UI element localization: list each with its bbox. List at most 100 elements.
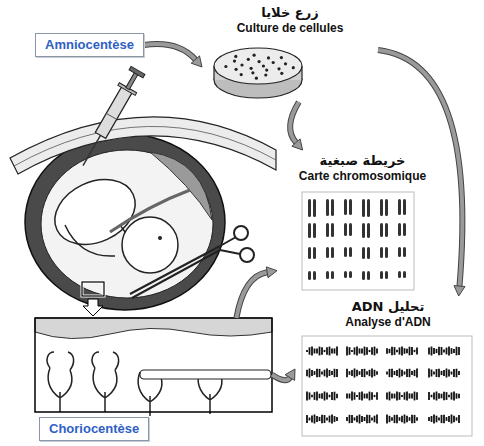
dna-gel-picture bbox=[391, 369, 393, 377]
villi-inset-picture bbox=[35, 318, 272, 416]
karyotype-picture bbox=[403, 199, 406, 215]
dna-gel-picture bbox=[453, 392, 455, 401]
dna-gel-picture bbox=[324, 392, 326, 401]
dna-gel-picture bbox=[406, 416, 408, 422]
french-heading: Carte chromosomique bbox=[277, 169, 448, 184]
karyotype-picture bbox=[313, 199, 316, 217]
dna-gel-picture bbox=[409, 369, 411, 377]
karyotype-picture bbox=[344, 199, 347, 215]
karyotype-picture bbox=[308, 223, 311, 238]
dna-gel-picture bbox=[394, 371, 396, 375]
dna-gel-picture bbox=[374, 395, 376, 397]
karyotype-picture bbox=[403, 247, 406, 257]
arrow-head bbox=[454, 286, 465, 296]
method-label-text: Amniocentèse bbox=[35, 33, 144, 57]
karyotype-panel: خريطة صبغيةCarte chromosomique bbox=[277, 150, 448, 292]
dna-gel-picture bbox=[334, 348, 336, 353]
karyotype-picture bbox=[331, 271, 334, 279]
dna-gel-picture bbox=[376, 371, 378, 375]
karyotype-picture bbox=[362, 271, 365, 280]
karyotype-picture bbox=[344, 271, 347, 278]
karyotype-picture bbox=[398, 223, 401, 236]
dna-gel-picture bbox=[334, 369, 336, 377]
karyotype-picture bbox=[349, 223, 352, 236]
petri-dish bbox=[224, 65, 227, 68]
dna-gel-picture bbox=[443, 370, 445, 376]
petri-dish bbox=[280, 56, 283, 59]
dna-gel-picture bbox=[361, 349, 363, 354]
uterus bbox=[25, 134, 225, 310]
dna-gel-picture bbox=[433, 372, 435, 375]
petri-dish bbox=[250, 67, 253, 70]
syringe bbox=[74, 65, 146, 170]
dna-gel-picture bbox=[334, 416, 336, 422]
arabic-heading: تحليل ADN bbox=[295, 296, 481, 315]
dna-gel-picture bbox=[448, 416, 450, 422]
dna-gel-picture bbox=[396, 370, 398, 376]
karyotype-picture bbox=[362, 199, 365, 217]
petri-dish bbox=[272, 61, 275, 64]
dna-gel-picture bbox=[356, 347, 358, 356]
karyotype-picture bbox=[367, 223, 370, 238]
dna-gel-picture bbox=[411, 415, 413, 423]
french-heading: Culture de cellules bbox=[202, 21, 378, 36]
villi-inset-picture bbox=[47, 352, 222, 416]
karyotype-picture bbox=[344, 223, 347, 236]
arrow-head bbox=[292, 139, 303, 150]
dna-gel-picture bbox=[448, 370, 450, 377]
zoom-marker bbox=[82, 282, 104, 316]
villi-inset-picture bbox=[35, 318, 272, 412]
dna-gel-picture bbox=[364, 417, 366, 421]
dna-gel-picture bbox=[371, 392, 373, 399]
dna-gel-picture bbox=[319, 417, 321, 421]
flow-arrow bbox=[290, 102, 302, 150]
dna-gel-picture bbox=[302, 336, 472, 436]
dna-gel-picture bbox=[331, 415, 333, 424]
dna-gel-picture bbox=[414, 415, 416, 423]
dna-gel-picture bbox=[374, 347, 376, 356]
dna-gel-picture bbox=[349, 347, 351, 355]
dna-gel-picture bbox=[309, 347, 311, 354]
dna-gel-picture bbox=[386, 392, 388, 399]
dna-gel-picture bbox=[302, 336, 472, 436]
dna-gel-picture bbox=[456, 417, 458, 420]
zoom-marker bbox=[82, 282, 104, 296]
karyotype-picture bbox=[326, 247, 329, 258]
petri-dish bbox=[280, 72, 283, 75]
dna-gel-picture bbox=[326, 418, 328, 421]
fetus bbox=[122, 217, 178, 273]
arabic-heading: خريطة صبغية bbox=[277, 150, 448, 169]
dna-gel-picture bbox=[396, 350, 398, 353]
dna-gel-picture bbox=[369, 415, 371, 423]
dna-gel-picture bbox=[306, 350, 308, 352]
karyotype-picture bbox=[385, 199, 388, 216]
method-label: Amniocentèse bbox=[35, 33, 144, 57]
dna-gel-picture bbox=[311, 416, 313, 423]
dna-gel-picture bbox=[436, 416, 438, 423]
dna-gel-picture bbox=[411, 371, 413, 375]
dna-gel-picture bbox=[394, 415, 396, 423]
dna-gel-picture bbox=[306, 370, 308, 377]
dna-gel-picture bbox=[346, 417, 348, 421]
dna-gel-picture bbox=[428, 369, 430, 378]
dna-gel-picture bbox=[319, 369, 321, 377]
dna-gel-picture bbox=[431, 395, 433, 398]
dna-gel-picture bbox=[349, 371, 351, 375]
petri-dish bbox=[267, 56, 270, 59]
syringe bbox=[95, 86, 132, 139]
dna-gel-picture bbox=[391, 347, 393, 356]
dna-gel-picture bbox=[316, 392, 318, 401]
placenta bbox=[150, 152, 212, 220]
karyotype-picture bbox=[380, 223, 383, 237]
petri-dish bbox=[240, 73, 243, 76]
dna-gel-picture bbox=[336, 347, 338, 356]
dna-gel-picture bbox=[369, 392, 371, 401]
karyotype-picture bbox=[385, 247, 388, 258]
dna-gel-picture bbox=[396, 392, 398, 401]
karyotype-picture bbox=[385, 223, 388, 237]
petri-dish bbox=[253, 54, 256, 57]
dna-gel-picture bbox=[428, 417, 430, 421]
dna-gel-picture bbox=[438, 393, 440, 399]
flow-arrow bbox=[272, 369, 295, 380]
dna-gel-picture bbox=[326, 392, 328, 399]
